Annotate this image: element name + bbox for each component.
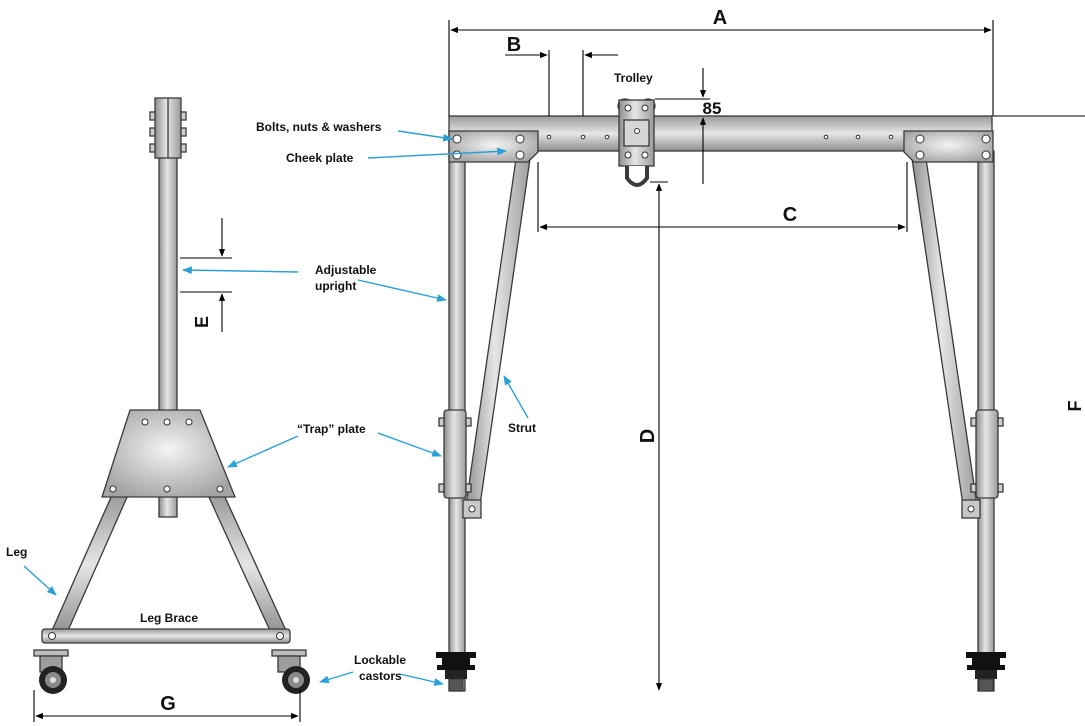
castors-label-line2: castors [359,669,402,683]
trolley [617,98,656,187]
trap-plate [101,409,236,498]
adjustable-upright-label-line1: Adjustable [315,263,377,277]
dimension-g-label: G [160,693,176,715]
front-view: A B 85 C D F Trolley Bolts, nuts & washe… [256,7,1085,692]
strut-label: Strut [508,421,536,435]
leg-brace [41,628,291,644]
front-left-castor [436,652,476,692]
dimension-b-label: B [507,34,521,56]
dimension-c-label: C [783,204,797,226]
adjustable-upright-label-line2: upright [315,279,356,293]
dimension-f-label: F [1065,401,1085,412]
trolley-label: Trolley [614,71,653,85]
right-leg [206,494,290,636]
bolts-label: Bolts, nuts & washers [256,120,382,134]
side-view: E G Adjustable upright “Trap” plate Leg … [6,97,377,722]
left-leg [49,494,129,636]
right-castor [271,649,310,694]
left-strut [464,151,532,513]
castors-label-line1: Lockable [354,653,406,667]
leg-brace-label: Leg Brace [140,611,198,625]
trap-plate-label: “Trap” plate [297,422,366,436]
right-strut [910,151,979,513]
cheek-plate-label: Cheek plate [286,151,354,165]
right-cheek-plate [903,130,994,163]
right-clamp-plate [975,409,999,499]
adjustable-upright [158,139,178,416]
trolley-hook [625,166,649,187]
leg-label: Leg [6,545,27,559]
dimension-85-label: 85 [703,99,722,118]
dimension-a-label: A [713,7,727,29]
front-right-castor [966,652,1006,692]
dimension-e-label: E [192,316,212,328]
left-clamp-plate [443,409,467,499]
left-castor [33,649,69,694]
beam [448,115,993,152]
left-cheek-plate [448,130,539,163]
dimension-d-label: D [637,429,659,443]
upright-stub [158,494,178,518]
